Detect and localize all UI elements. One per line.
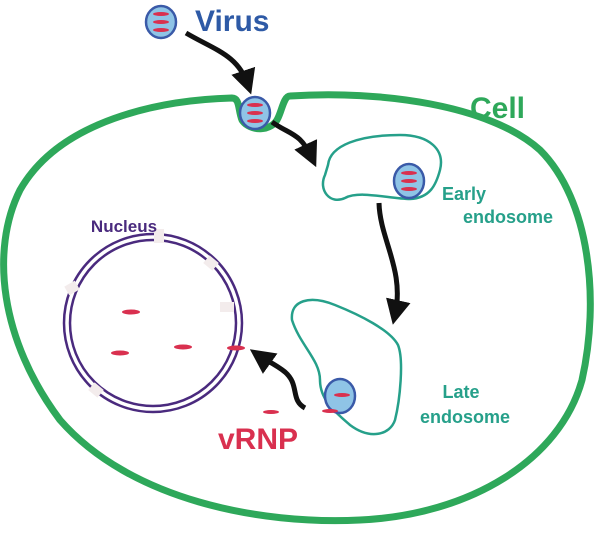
arrow-to-early-endosome	[270, 119, 318, 168]
virus-in-early-endosome	[392, 162, 426, 200]
vrnp-label: vRNP	[218, 423, 298, 456]
nuclear-pore	[64, 280, 80, 296]
late-endosome-label-line2: endosome	[420, 407, 510, 427]
cell-membrane	[0, 91, 594, 525]
virus-in-late-endosome	[323, 377, 357, 415]
nucleus	[62, 229, 245, 414]
vrnp-released-2	[263, 410, 279, 414]
early-endosome	[321, 133, 443, 201]
virus-particle-outside	[144, 4, 178, 40]
nuclear-pore	[154, 229, 164, 243]
arrow-vrnp-to-nucleus	[249, 349, 307, 411]
late-endosome	[290, 298, 403, 436]
virus-label: Virus	[195, 5, 270, 38]
arrow-to-late-endosome	[376, 202, 411, 325]
early-endosome-label-line2: endosome	[463, 207, 553, 227]
nuclear-pore	[203, 255, 219, 271]
vrnp-released-1	[322, 409, 338, 413]
early-endosome-label-line1: Early	[442, 184, 486, 204]
nuclear-pore	[88, 382, 104, 398]
cell-label: Cell	[470, 92, 525, 125]
arrow-virus-to-cell	[184, 30, 256, 95]
nucleus-label: Nucleus	[91, 217, 157, 236]
late-endosome-label-line1: Late	[442, 382, 479, 402]
virus-particle-entering	[238, 95, 272, 131]
nuclear-pore	[220, 302, 234, 312]
